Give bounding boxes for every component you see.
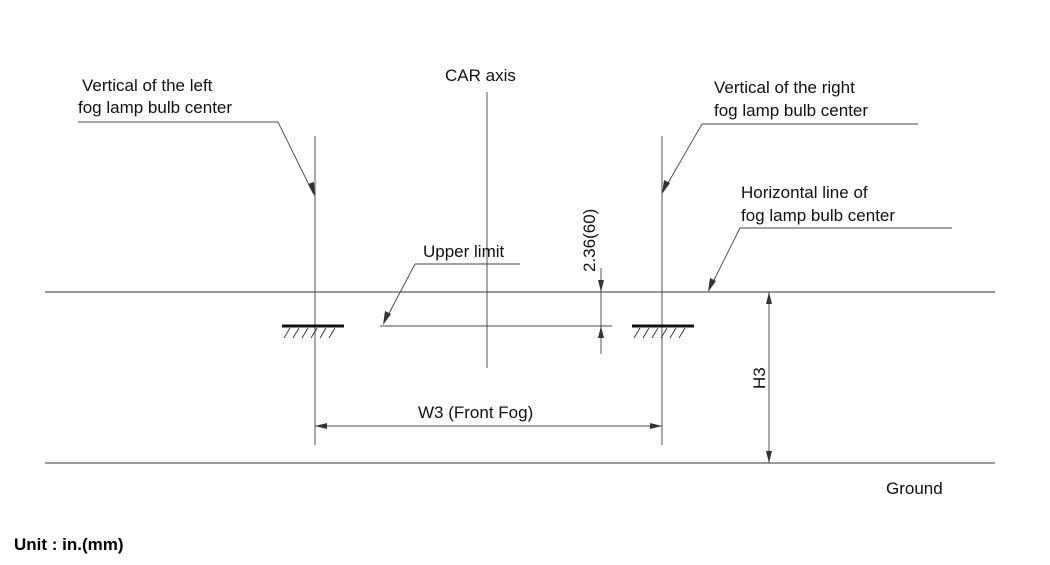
ground-label: Ground (886, 479, 943, 498)
horizontal-line-label-line2: fog lamp bulb center (741, 206, 895, 225)
left-vertical-label-line2: fog lamp bulb center (78, 98, 232, 117)
right-cutoff-symbol (632, 324, 694, 339)
offset-dimension (598, 268, 604, 354)
upper-limit-leader (383, 263, 520, 325)
horizontal-line-leader (708, 227, 952, 292)
left-vertical-leader (78, 121, 315, 197)
right-vertical-leader (662, 123, 918, 194)
left-cutoff-symbol (282, 324, 344, 339)
unit-label: Unit : in.(mm) (14, 535, 124, 554)
left-vertical-label-line1: Vertical of the left (82, 76, 213, 95)
right-vertical-label-line2: fog lamp bulb center (714, 101, 868, 120)
upper-limit-label: Upper limit (423, 242, 505, 261)
width-dimension (315, 423, 662, 429)
width-dimension-label: W3 (Front Fog) (418, 403, 533, 422)
right-vertical-label-line1: Vertical of the right (714, 78, 855, 97)
height-dimension-label: H3 (750, 367, 769, 389)
offset-dimension-label: 2.36(60) (580, 209, 599, 272)
height-dimension (766, 292, 772, 463)
horizontal-line-label-line1: Horizontal line of (741, 183, 868, 202)
car-axis-label: CAR axis (445, 66, 516, 85)
